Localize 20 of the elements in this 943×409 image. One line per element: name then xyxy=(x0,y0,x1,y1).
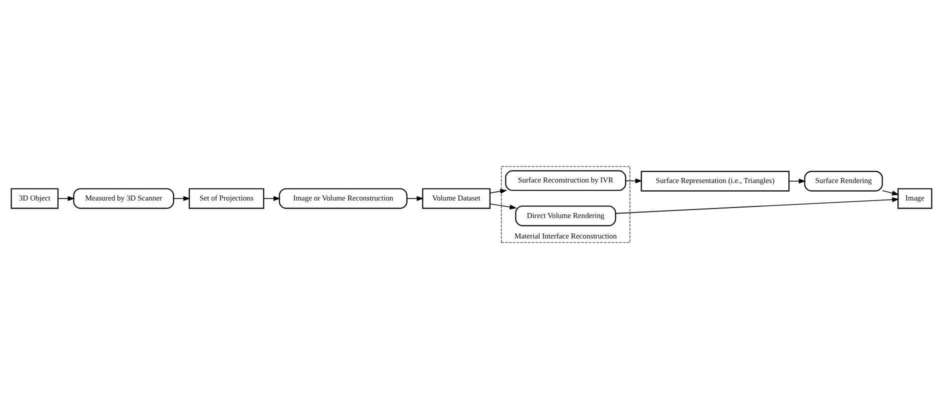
node-box: Measured by 3D Scanner xyxy=(73,188,174,209)
node-box: 3D Object xyxy=(10,188,59,209)
node-box: Image xyxy=(898,188,932,209)
node-box: Surface Rendering xyxy=(804,170,883,192)
arrow xyxy=(615,197,900,214)
node-box: Direct Volume Rendering xyxy=(515,206,616,226)
arrow xyxy=(406,196,424,201)
arrow xyxy=(625,178,642,184)
arrow xyxy=(263,196,281,201)
node-box: Set of Projections xyxy=(188,188,264,209)
node-box: Surface Reconstruction by IVR xyxy=(505,170,626,191)
arrow xyxy=(173,196,190,201)
arrow xyxy=(882,190,900,196)
node-box: Volume Dataset xyxy=(422,188,490,209)
node-box: Surface Representation (i.e., Triangles) xyxy=(640,170,790,192)
arrow xyxy=(58,196,75,201)
arrow xyxy=(490,188,508,194)
node-box: Image or Volume Reconstruction xyxy=(278,188,408,209)
arrow xyxy=(490,203,517,210)
arrow xyxy=(788,178,806,184)
